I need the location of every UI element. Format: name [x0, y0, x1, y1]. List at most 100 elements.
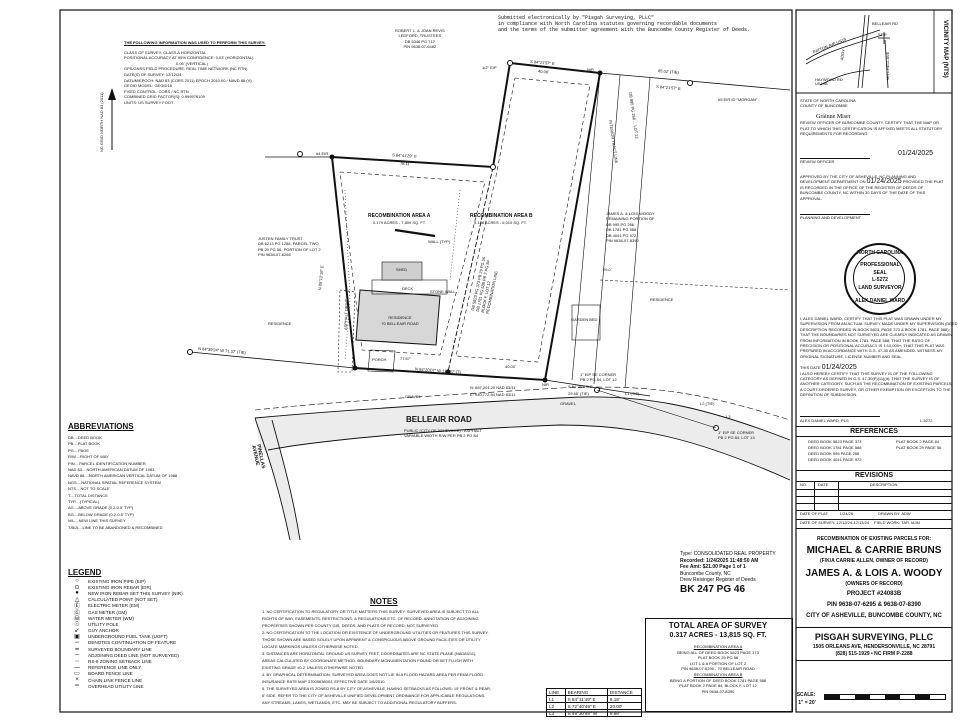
cert-line: FROM INFORMATION IN BOOK 1781, PAGE 588;… — [800, 337, 931, 343]
neighbor-right-line: PIN 9638-07-8390 — [606, 238, 639, 244]
total-area-title: TOTAL AREA OF SURVEY — [668, 621, 768, 630]
seal-mid3: LAND SURVEYOR — [858, 285, 902, 291]
approved-rest: PROVIDED THE PLAT IS RECORDED IN THE OFF… — [800, 179, 944, 201]
cert-line: I, ALEX DANIEL WARD, CERTIFY THAT THIS P… — [800, 316, 942, 321]
cert2-line: I ALSO HEREBY CERTIFY THAT THIS SURVEY I… — [800, 370, 933, 376]
owner2-name: JAMES A. & LOIS A. WOODY — [805, 568, 943, 579]
pinellas-edge — [254, 417, 291, 541]
neighbor-right-line: REMAINING PORTION OF — [606, 216, 655, 222]
seal-top: NORTH CAROLINA — [857, 250, 903, 256]
bearing-top-a-dist: 78.11' — [399, 160, 411, 167]
legend-item: ─ADJOINING DEED LINE (NOT SURVEYED) — [66, 652, 183, 658]
neighbor-right-line: DB 4041 PG 972 — [606, 232, 637, 238]
revisions-title: REVISIONS — [854, 472, 894, 479]
vicinity-label-site: SITE — [878, 32, 887, 37]
neighbor-top-line: LEDFORD, TRUSTEES — [398, 33, 442, 39]
submitted-line-3: and the terms of the submitter agreement… — [498, 27, 751, 33]
legend-calc-point-icon: △ — [74, 597, 80, 604]
legend-guy-anchor-icon: ↙ — [74, 628, 80, 635]
legend-label: GAS METER (GM) — [88, 609, 127, 615]
company-phone: (828) 515-1929 • NC FIRM P-2288 — [835, 651, 913, 657]
driveway — [337, 289, 356, 373]
survey-info-line: GPS/GNSS FIELD PROCEDURE: REAL TIME NETW… — [124, 66, 248, 72]
dist-7767: 77.67' — [400, 356, 411, 361]
road-name: BELLEAIR ROAD — [406, 415, 472, 424]
submitted-note: Submitted electronically by "Pisgah Surv… — [498, 15, 750, 33]
cert-line: PREPARED IN ACCORDANCE WITH G.S. 47-30 A… — [800, 348, 943, 354]
legend-label: DENOTES CONTINUATION OF FEATURE — [88, 640, 177, 646]
meta-divider — [796, 519, 952, 520]
survey-info-line: 0.05' (VERTICAL) — [176, 60, 208, 66]
abbr-item: PB....PLAT BOOK — [68, 441, 101, 447]
recording-line: Buncombe County, NC — [680, 570, 731, 577]
abbr-item: PIN....PARCEL IDENTIFICATION NUMBER — [68, 460, 146, 466]
abbr-item: T/B/A....LINE TO BE ABANDONED & RECOMBIN… — [68, 524, 163, 530]
coord-e: E: 930,772.94 NAD 83/11 — [470, 392, 516, 397]
rev-title-line — [796, 481, 952, 482]
note-line: 4. BY GRAPHICAL DETERMINATION, SURVEYED … — [262, 672, 484, 677]
graphic-scale — [824, 694, 946, 700]
legend-label: OVERHEAD UTILITY LINE — [88, 683, 144, 689]
survey-info: THE FOLLOWING INFORMATION WAS USED TO PE… — [124, 40, 265, 106]
references-title: REFERENCES — [850, 428, 898, 435]
table-row: L3 S 49°30'49" W 9.68' — [546, 709, 643, 717]
project-number: PROJECT #24083B — [846, 591, 902, 597]
area-line: RECOMBINATION AREA A — [693, 644, 743, 649]
seal-bottom: ALEX DANIEL WARD — [855, 298, 905, 304]
residence-left-label: RESIDENCE — [268, 321, 292, 326]
references-left: DEED BOOK 5823 PAGE 373 DEED BOOK 1781 P… — [808, 439, 862, 463]
total-area-details: RECOMBINATION AREA A BEING ALL OF DEED B… — [645, 644, 791, 694]
survey-info-line: FIXED CONTROL: CORS / NC RTN — [124, 88, 189, 94]
total-area-box — [645, 618, 793, 712]
rev-row-line — [796, 496, 952, 497]
north-arrow — [108, 88, 116, 150]
deck-label: DECK — [402, 286, 414, 291]
neighbor-top: ROBERT L. & JOAN REVIS LEDFORD, TRUSTEES… — [395, 28, 445, 50]
legend-electric-meter-icon: Ⓔ — [73, 604, 80, 611]
survey-date: 12/12/24-12/13/24 — [836, 520, 870, 525]
l-tie — [596, 389, 717, 429]
rev-head-desc: DESCRIPTION — [870, 482, 898, 487]
area-line: PIN 9638-07-6295 - 70 BELLEAIR ROAD — [681, 666, 755, 672]
review-sig-line — [800, 158, 870, 159]
approved-block: APPROVED BY THE CITY OF ASHEVILLE, NC PL… — [800, 174, 946, 201]
cert-sig-line — [800, 416, 880, 417]
survey-info-line: UNITS: US SURVEY FOOT — [124, 99, 174, 105]
abbr-item: NGS....NATIONAL SPATIAL REFERENCE SYSTEM — [68, 479, 161, 485]
neighbor-right-line: DB 995 PG 266 — [606, 221, 635, 227]
survey-info-line: CLASS OF SURVEY: CLASS A HORIZONTAL — [124, 49, 207, 55]
neighbor-left-line: JUSTEN FAMILY TRUST — [258, 236, 303, 241]
legend-item: ×CHAIN LINK FENCE LINE — [66, 677, 183, 683]
reference-item: DEED BOOK 995 PAGE 266 — [808, 451, 860, 456]
line-table-header: LINE BEARING DISTANCE — [546, 688, 643, 696]
legend-item: ●NEW IRON REBAR SET THIS SURVEY (NIR) — [66, 590, 182, 596]
shed-label: SHED — [396, 267, 408, 272]
note-line: INSURANCE RATE MAP 3700963800J, EFFECTIV… — [262, 679, 386, 684]
residence-right-label: RESIDENCE — [650, 297, 674, 302]
shed — [381, 261, 423, 281]
line-table-head: LINE — [546, 688, 566, 696]
seal-num: L-5272 — [872, 277, 888, 283]
table-row: L1 S 84°11'49" E 6.18' — [546, 695, 643, 703]
setback-b — [455, 77, 591, 363]
note-line: AREAS CALCULATED BY COORDINATE METHOD. B… — [262, 658, 473, 663]
reference-item: DEED BOOK 5823 PAGE 373 — [808, 439, 862, 444]
gravel-label-2: GRAVEL — [560, 401, 576, 406]
area-line: LOT 1 & A PORTION OF LOT 2 — [689, 660, 747, 666]
neighbor-left-line: PB 29 PG 56, PORTION OF LOT 2 — [258, 246, 321, 252]
rev-top-line — [796, 470, 952, 471]
fence-mid — [449, 189, 461, 281]
cert-license: L-5272 — [920, 418, 933, 423]
residence-address: 70 BELLEAIR ROAD — [381, 321, 419, 326]
review-officer-block: STATE OF NORTH CAROLINA COUNTY OF BUNCOM… — [800, 98, 946, 136]
garden-bed — [571, 304, 601, 341]
review-county: COUNTY OF BUNCOMBE — [800, 103, 848, 109]
review-officer-name: Gráinne Miser — [816, 113, 851, 120]
note-line: PROPERTIES SHOWN PER COUNTY GIS, DEEDS, … — [262, 623, 440, 628]
date-of-plat-label: DATE OF PLAT: — [800, 511, 829, 516]
north-label: NC GRID NORTH NAD 83 (2011) — [99, 92, 104, 152]
vicinity-label-haywood: HAYWOOD RD US19B — [815, 77, 843, 87]
legend-label: BOARD FENCE LINE — [88, 671, 133, 677]
